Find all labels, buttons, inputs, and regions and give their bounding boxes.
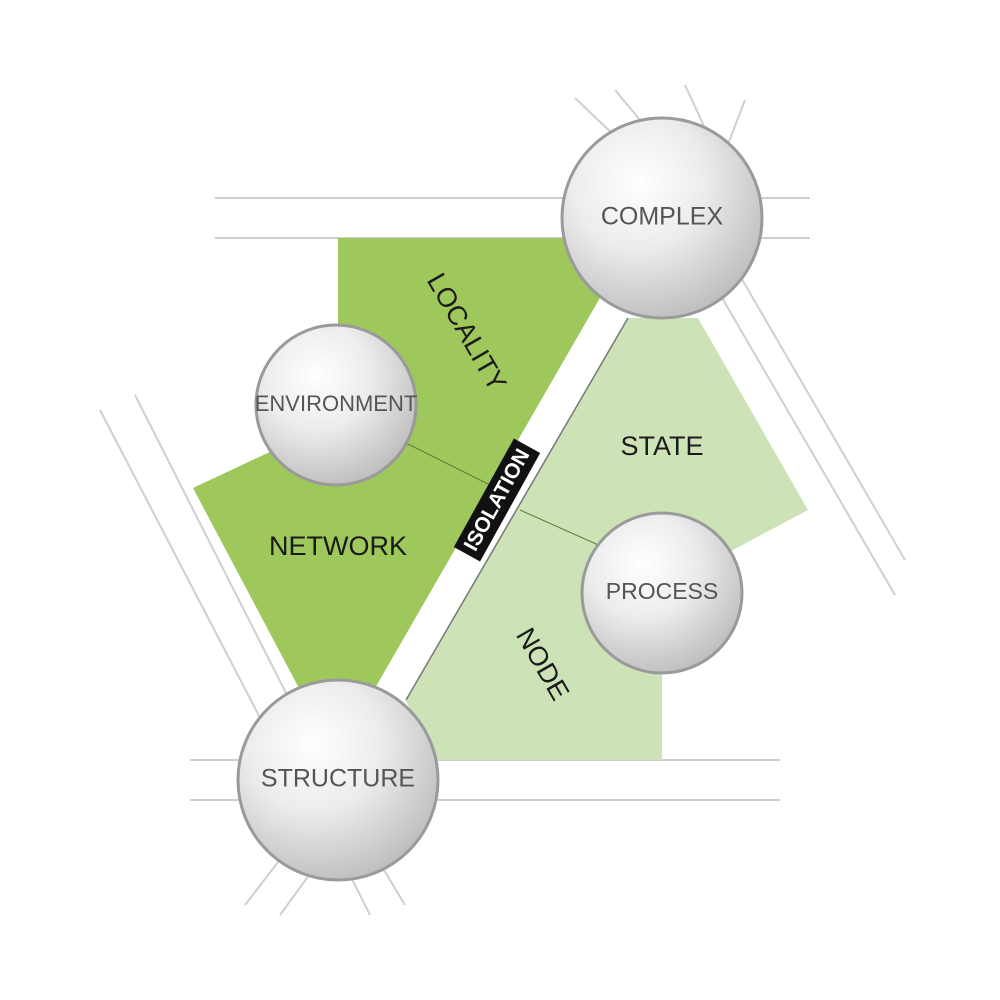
- node-structure-label: STRUCTURE: [261, 765, 415, 793]
- node-complex: COMPLEX: [560, 116, 764, 320]
- node-complex-label: COMPLEX: [601, 203, 724, 231]
- node-process-label: PROCESS: [606, 578, 718, 604]
- region-divider-right: [519, 509, 606, 549]
- region-divider-left: [399, 439, 501, 491]
- region-label-state: STATE: [620, 431, 703, 461]
- node-structure: STRUCTURE: [236, 678, 440, 882]
- node-process: PROCESS: [580, 511, 744, 675]
- isolation-band-edge: [405, 317, 629, 701]
- node-environment: ENVIRONMENT: [254, 323, 418, 487]
- region-label-network: NETWORK: [269, 531, 407, 561]
- region-locality-network: [193, 238, 600, 690]
- node-environment-label: ENVIRONMENT: [255, 391, 418, 416]
